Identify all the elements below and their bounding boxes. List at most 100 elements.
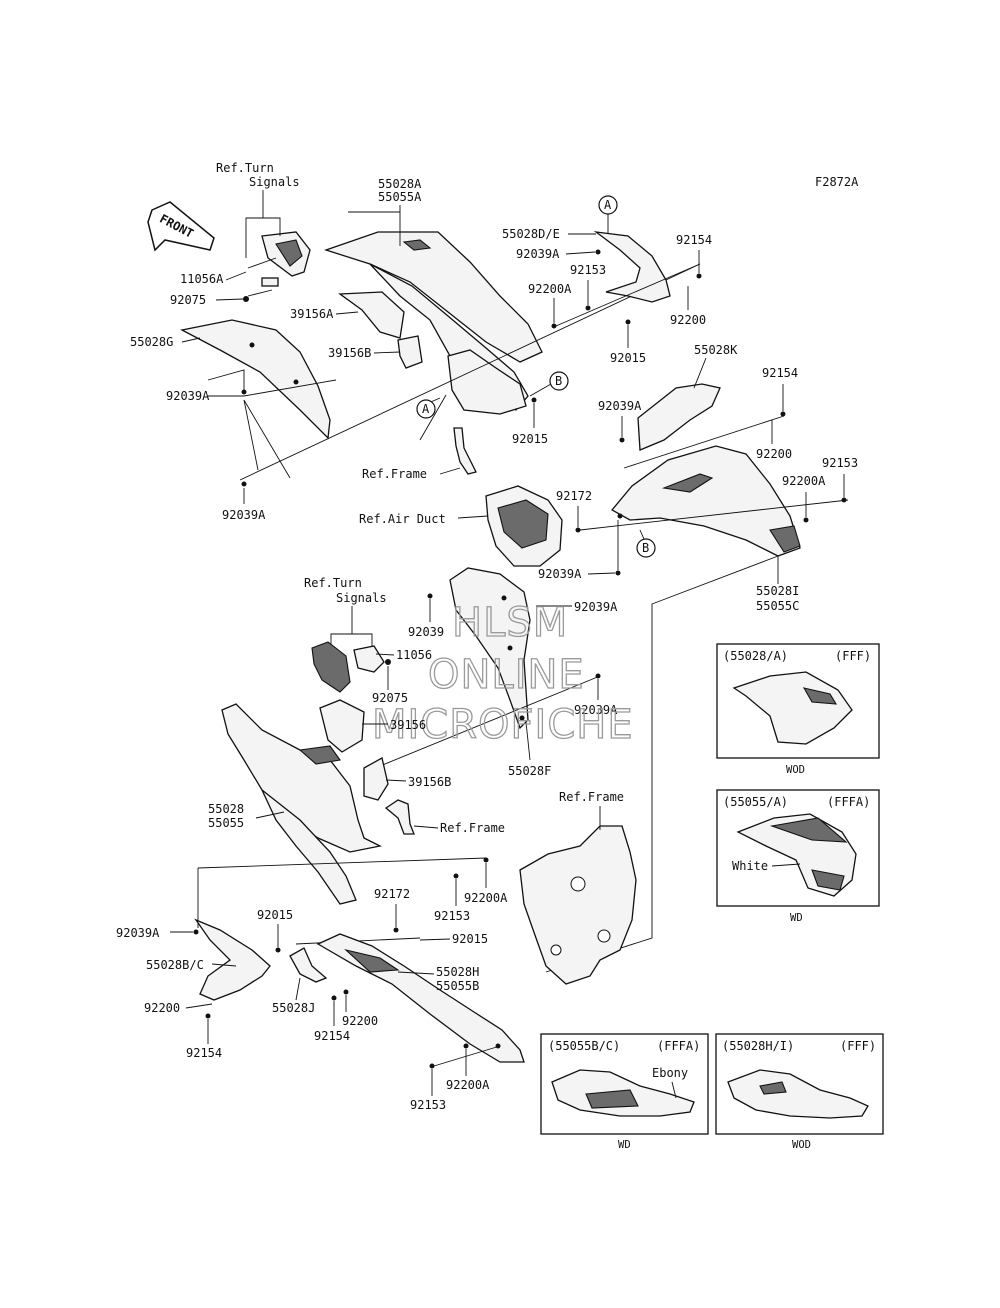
- label-92172-low: 92172: [374, 887, 410, 901]
- inset-4-paint: (FFF): [840, 1039, 876, 1053]
- front-arrow-icon: FRONT: [147, 201, 215, 252]
- label-92200A-top: 92200A: [528, 282, 572, 296]
- ref-frame-top-piece: [453, 427, 477, 475]
- inset-55028H-I: (55028H/I) (FFF) WOD: [715, 1033, 884, 1151]
- label-92039A-mid: 92039A: [574, 600, 618, 614]
- inset-2-paint: (FFFA): [827, 795, 870, 809]
- part-39156B-mid: [363, 757, 389, 801]
- label-92153-low: 92153: [434, 909, 470, 923]
- inset-2-note: White: [732, 859, 768, 873]
- label-92153-bottom: 92153: [410, 1098, 446, 1112]
- label-92153-right: 92153: [822, 456, 858, 470]
- part-55028F: [449, 567, 531, 730]
- ref-turn-signals-mid-line2: Signals: [336, 591, 387, 605]
- label-11056A: 11056A: [180, 272, 224, 286]
- inset-3-paint: (FFFA): [657, 1039, 700, 1053]
- part-39156A: [338, 291, 405, 339]
- inset-1-paint: (FFF): [835, 649, 871, 663]
- label-39156B-mid: 39156B: [408, 775, 451, 789]
- label-92200-top: 92200: [670, 313, 706, 327]
- turn-signal-bracket-top: [247, 231, 311, 297]
- callout-b-lower: [636, 538, 656, 558]
- ref-air-duct: Ref.Air Duct: [359, 512, 446, 526]
- ref-frame-mid-piece: [384, 799, 415, 835]
- label-92039A-mid2: 92039A: [574, 703, 618, 717]
- ref-frame-lower-piece: [519, 825, 637, 985]
- label-55055B: 55055B: [436, 979, 479, 993]
- label-92039A-low: 92039A: [116, 926, 160, 940]
- label-55028J: 55028J: [272, 1001, 315, 1015]
- part-39156B-top: [397, 335, 423, 369]
- label-92154-top: 92154: [676, 233, 712, 247]
- turn-signal-bracket-mid: [311, 641, 385, 693]
- inset-4-variant: WOD: [792, 1139, 811, 1151]
- callout-a-lower-text: A: [422, 402, 430, 416]
- part-55028A-55055A: [323, 231, 543, 415]
- label-92039A-left: 92039A: [166, 389, 210, 403]
- label-92200A-low: 92200A: [464, 891, 508, 905]
- inset-3-note: Ebony: [652, 1066, 688, 1080]
- label-92015-low2: 92015: [452, 932, 488, 946]
- callout-a-lower: [416, 399, 436, 419]
- label-55028I: 55028I: [756, 584, 799, 598]
- label-92039A-right-low: 92039A: [538, 567, 582, 581]
- inset-1-variant: WOD: [786, 764, 805, 776]
- ref-turn-signals-mid-line1: Ref.Turn: [304, 576, 362, 590]
- label-92039A-right: 92039A: [598, 399, 642, 413]
- callout-a-upper-text: A: [604, 198, 612, 212]
- inset-1-code: (55028/A): [723, 649, 788, 663]
- label-55028: 55028: [208, 802, 244, 816]
- label-55028B-C: 55028B/C: [146, 958, 204, 972]
- label-92200-low-mid: 92200: [342, 1014, 378, 1028]
- label-55028H: 55028H: [436, 965, 479, 979]
- callout-b-upper-text: B: [555, 374, 562, 388]
- label-92154-low-mid: 92154: [314, 1029, 350, 1043]
- inset-3-code: (55055B/C): [548, 1039, 620, 1053]
- ref-air-duct-piece: [485, 485, 563, 567]
- label-39156B-top: 39156B: [328, 346, 371, 360]
- label-55028F: 55028F: [508, 764, 551, 778]
- label-39156A: 39156A: [290, 307, 334, 321]
- inset-55055B-C: (55055B/C) (FFFA) Ebony WD: [540, 1033, 709, 1151]
- label-55028A: 55028A: [378, 177, 422, 191]
- callout-b-upper: [549, 371, 569, 391]
- part-55028K: [637, 383, 721, 451]
- part-55028-55055: [221, 703, 382, 905]
- label-92015-low1: 92015: [257, 908, 293, 922]
- label-92075-top: 92075: [170, 293, 206, 307]
- ref-frame-mid: Ref.Frame: [440, 821, 505, 835]
- watermark-line-2: ONLINE: [428, 652, 585, 698]
- label-92154-right: 92154: [762, 366, 798, 380]
- inset-2-code: (55055/A): [723, 795, 788, 809]
- watermark: HLSM ONLINE MICROFICHE: [371, 599, 634, 748]
- watermark-line-3: MICROFICHE: [372, 702, 634, 748]
- part-39156: [319, 699, 365, 753]
- inset-55055A: (55055/A) (FFFA) White WD: [716, 789, 880, 924]
- label-92039A-top: 92039A: [516, 247, 560, 261]
- label-92200-low-left: 92200: [144, 1001, 180, 1015]
- label-92200-right: 92200: [756, 447, 792, 461]
- label-55028D-E: 55028D/E: [502, 227, 560, 241]
- ref-turn-signals-top-line2: Signals: [249, 175, 300, 189]
- part-55028J: [289, 947, 328, 983]
- label-55055C: 55055C: [756, 599, 799, 613]
- label-92172-top: 92172: [556, 489, 592, 503]
- label-92015-mid: 92015: [512, 432, 548, 446]
- callout-b-lower-text: B: [642, 541, 649, 555]
- inset-4-code: (55028H/I): [722, 1039, 794, 1053]
- label-92153-top: 92153: [570, 263, 606, 277]
- ref-frame-top: Ref.Frame: [362, 467, 427, 481]
- inset-55028A: (55028/A) (FFF) WOD: [716, 643, 880, 776]
- label-55028G: 55028G: [130, 335, 173, 349]
- part-55028H-55055B: [316, 933, 525, 1063]
- figure-code: F2872A: [815, 175, 859, 189]
- label-92075-mid: 92075: [372, 691, 408, 705]
- label-55055A: 55055A: [378, 190, 422, 204]
- ref-frame-lower: Ref.Frame: [559, 790, 624, 804]
- label-92039-mid: 92039: [408, 625, 444, 639]
- inset-2-variant: WD: [790, 912, 803, 924]
- label-11056: 11056: [396, 648, 432, 662]
- part-55028D-E: [593, 231, 671, 303]
- label-39156: 39156: [390, 718, 426, 732]
